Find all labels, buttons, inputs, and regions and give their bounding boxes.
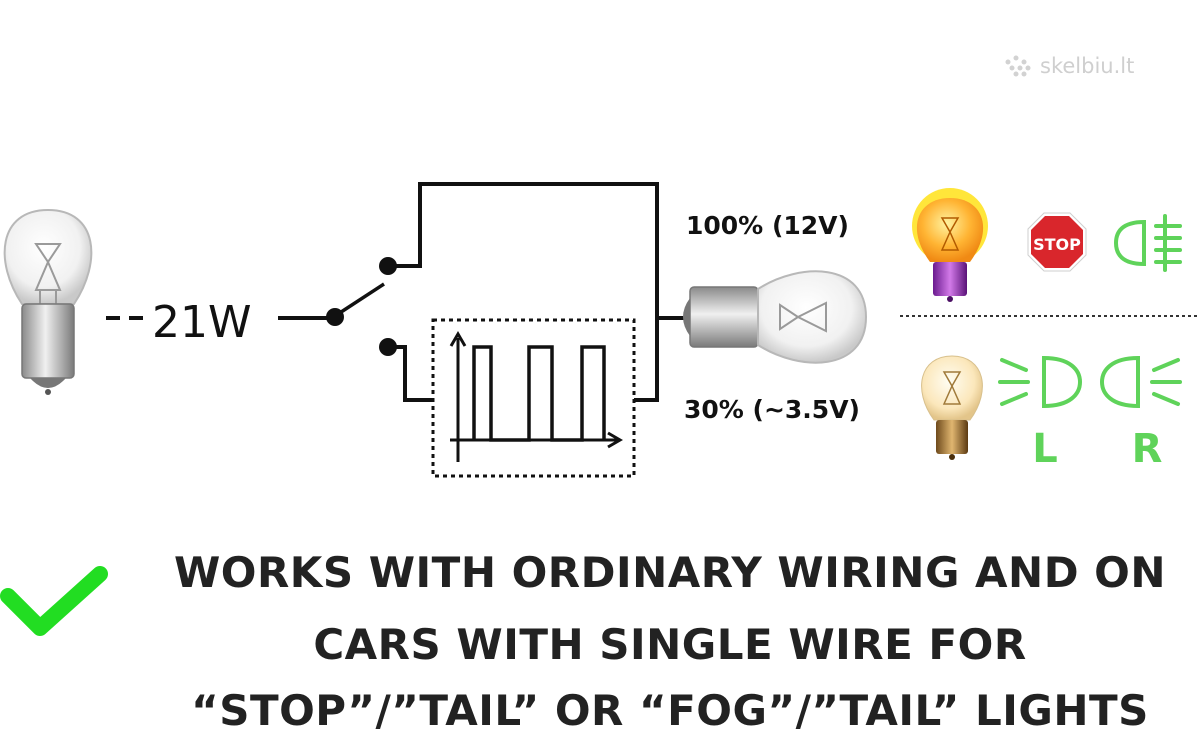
- pwm-power-label: 30% (~3.5V): [684, 395, 860, 424]
- stop-sign-icon: STOP: [1027, 212, 1087, 272]
- pwm-module: [431, 318, 636, 478]
- full-power-label: 100% (12V): [686, 211, 849, 240]
- check-icon: [0, 566, 108, 636]
- right-side-label: R: [1132, 426, 1163, 472]
- amber-bulb-icon: [912, 188, 988, 302]
- switch-terminals: [326, 257, 397, 356]
- watermark-logo-icon: [1005, 55, 1031, 77]
- caption-line-2: CARS WITH SINGLE WIRE FOR: [313, 620, 1027, 669]
- watermark: skelbiu.lt: [1005, 54, 1134, 78]
- left-tail-light-icon: [998, 355, 1083, 409]
- fog-light-icon: [1113, 214, 1182, 272]
- clear-bulb-icon: [921, 355, 983, 460]
- caption-line-1: WORKS WITH ORDINARY WIRING AND ON: [173, 548, 1167, 597]
- stop-sign-text: STOP: [1033, 235, 1081, 254]
- left-side-label: L: [1032, 426, 1058, 472]
- left-bulb-icon: [3, 208, 93, 395]
- power-label: 21W: [152, 297, 252, 348]
- output-bulb-icon: [683, 270, 868, 364]
- watermark-text: skelbiu.lt: [1040, 54, 1134, 78]
- right-tail-light-icon: [1099, 355, 1182, 409]
- caption-line-3: “STOP”/”TAIL” OR “FOG”/”TAIL” LIGHTS: [191, 686, 1149, 735]
